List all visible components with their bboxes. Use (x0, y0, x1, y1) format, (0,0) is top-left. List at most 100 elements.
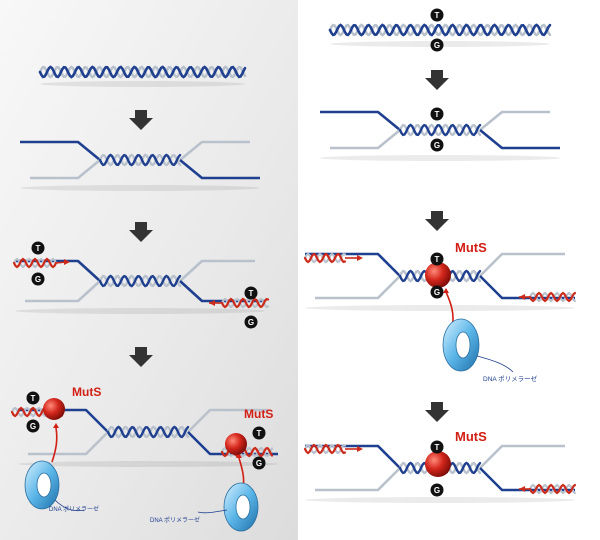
primer-helix (528, 483, 577, 495)
interaction-arrow (51, 427, 58, 463)
badge-g-icon: G (252, 456, 266, 470)
down-arrow-icon (129, 222, 153, 242)
dna-polymerase-label: DNA ポリメラーゼ (150, 516, 200, 524)
primer-helix (12, 257, 58, 269)
svg-text:T: T (435, 110, 440, 119)
shadow (305, 497, 575, 503)
left-panel-background (0, 0, 298, 540)
dna-strand (315, 467, 401, 492)
shadow (40, 81, 245, 87)
down-arrow-icon (425, 211, 449, 231)
left-step3-primed-dna (12, 257, 270, 314)
dna-polymerase-clamp-icon (223, 482, 259, 532)
dna-strand (315, 275, 401, 300)
badge-g-icon: G (31, 272, 45, 286)
left-step2-unwound-dna (20, 140, 260, 191)
muts-protein-icon (425, 451, 451, 477)
dna-strand (330, 128, 401, 150)
dna-polymerase-label: DNA ポリメラーゼ (483, 374, 538, 383)
svg-text:G: G (30, 422, 36, 431)
right-step4-dna-with-muts (303, 443, 577, 503)
synthesis-direction-arrow (519, 486, 525, 492)
dna-polymerase-clamp-icon (24, 460, 60, 510)
badge-g-icon: G (26, 419, 40, 433)
muts-protein-icon (425, 262, 451, 288)
svg-text:G: G (434, 288, 440, 297)
svg-text:T: T (249, 289, 254, 298)
badge-t-icon: T (244, 286, 258, 300)
svg-text:G: G (248, 318, 254, 327)
badge-g-icon: G (244, 315, 258, 329)
svg-text:T: T (31, 394, 36, 403)
shadow (18, 461, 278, 467)
badge-t-icon: T (430, 8, 444, 22)
dna-strand (320, 110, 401, 132)
right-step2-unwound-dna (320, 110, 560, 161)
dna-strand (305, 444, 401, 469)
dna-strand (479, 275, 575, 300)
svg-text:G: G (434, 41, 440, 50)
primer-helix (528, 291, 577, 303)
double-helix (98, 274, 182, 288)
badge-t-icon: T (26, 391, 40, 405)
badge-t-icon: T (430, 252, 444, 266)
dna-strand (179, 259, 255, 282)
muts-label: MutS (455, 429, 487, 444)
muts-label: MutS (244, 407, 273, 421)
dna-strand (20, 140, 101, 162)
svg-text:G: G (434, 486, 440, 495)
double-helix (98, 153, 182, 167)
synthesis-direction-arrow (209, 300, 215, 306)
primer-helix (303, 443, 347, 455)
dna-strand (479, 467, 575, 492)
dna-strand (30, 158, 101, 180)
svg-text:T: T (257, 429, 262, 438)
muts-label: MutS (72, 385, 101, 399)
double-helix (398, 123, 482, 137)
dna-strand (479, 444, 565, 469)
dna-strand (305, 252, 401, 277)
svg-text:T: T (36, 244, 41, 253)
muts-protein-icon (225, 433, 247, 455)
svg-text:T: T (435, 443, 440, 452)
dna-polymerase-clamp-icon (442, 318, 480, 372)
badge-g-icon: G (430, 138, 444, 152)
svg-text:G: G (256, 459, 262, 468)
dna-polymerase-label: DNA ポリメラーゼ (49, 505, 99, 513)
badge-g-icon: G (430, 285, 444, 299)
dna-strand (479, 110, 550, 132)
new-strand (55, 261, 67, 264)
dna-strand (479, 252, 565, 277)
svg-text:T: T (435, 11, 440, 20)
shadow (15, 308, 265, 314)
badge-t-icon: T (252, 426, 266, 440)
double-helix (328, 23, 552, 37)
dna-strand (179, 140, 250, 162)
dna-strand (25, 280, 101, 303)
dna-strand (179, 158, 260, 180)
badge-t-icon: T (430, 440, 444, 454)
muts-protein-icon (43, 398, 65, 420)
shadow (305, 305, 575, 311)
dna-strand (28, 431, 109, 456)
svg-text:T: T (435, 255, 440, 264)
shadow (20, 185, 260, 191)
synthesis-direction-arrow (64, 259, 70, 265)
dna-strand (479, 128, 560, 150)
double-helix (106, 425, 190, 439)
svg-text:G: G (434, 141, 440, 150)
dna-strand (187, 431, 278, 456)
synthesis-direction-arrow (519, 294, 525, 300)
badge-g-icon: G (430, 483, 444, 497)
muts-label: MutS (455, 240, 487, 255)
down-arrow-icon (425, 70, 449, 90)
svg-text:G: G (35, 275, 41, 284)
down-arrow-icon (425, 402, 449, 422)
down-arrow-icon (129, 347, 153, 367)
badge-t-icon: T (31, 241, 45, 255)
down-arrow-icon (129, 110, 153, 130)
dna-strand (187, 408, 268, 433)
double-helix (38, 65, 247, 79)
badge-t-icon: T (430, 107, 444, 121)
